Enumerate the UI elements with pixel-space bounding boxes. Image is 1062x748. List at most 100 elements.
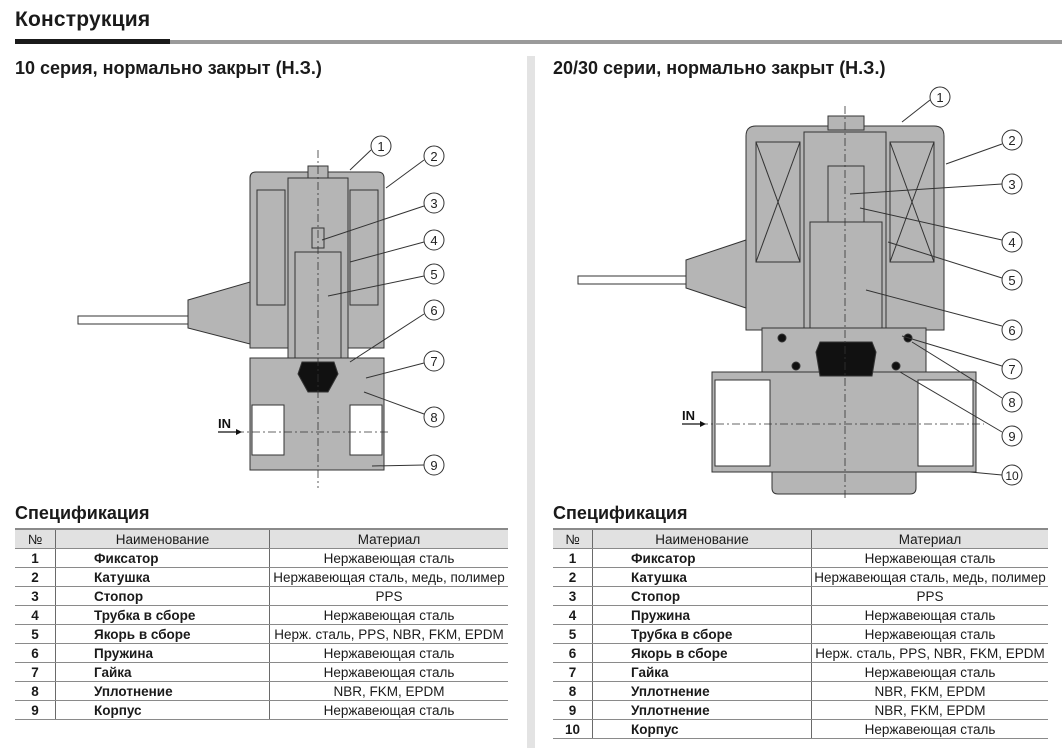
stopper (827, 165, 865, 223)
top-stem (827, 115, 865, 131)
left-spec-title: Спецификация (15, 503, 150, 523)
callout-2: 2 (1008, 133, 1015, 148)
cell-num: 7 (553, 662, 593, 682)
coil-right (349, 189, 379, 306)
cell-name: Уплотнение (592, 700, 812, 720)
cell-num: 2 (15, 567, 56, 587)
header-material: Материал (811, 528, 1048, 549)
header-name: Наименование (55, 528, 270, 549)
valve-body (711, 371, 977, 473)
port-right (917, 379, 974, 467)
callout-3: 3 (1008, 177, 1015, 192)
cell-name: Пружина (592, 605, 812, 625)
header-material: Материал (269, 528, 508, 549)
callout-2: 2 (430, 149, 437, 164)
cell-name: Уплотнение (55, 681, 270, 701)
callout-1: 1 (936, 90, 943, 105)
callout-9: 9 (1008, 429, 1015, 444)
cell-num: 6 (553, 643, 593, 663)
callout-1: 1 (377, 139, 384, 154)
cell-name: Уплотнение (592, 681, 812, 701)
body-bottom-cap (771, 471, 917, 495)
callout-8: 8 (430, 410, 437, 425)
cell-name: Трубка в сборе (592, 624, 812, 644)
cell-material: Нержавеющая сталь (269, 548, 508, 568)
cell-material: PPS (269, 586, 508, 606)
column-divider (527, 56, 535, 748)
cell-material: Нержавеющая сталь (269, 700, 508, 720)
cell-name: Гайка (55, 662, 270, 682)
callout-10: 10 (1005, 469, 1019, 483)
cell-name: Катушка (55, 567, 270, 587)
cell-name: Катушка (592, 567, 812, 587)
coil-left (256, 189, 286, 306)
cell-num: 10 (553, 719, 593, 739)
cell-num: 7 (15, 662, 56, 682)
cell-num: 1 (553, 548, 593, 568)
cell-material: Нержавеющая сталь, медь, полимер (269, 567, 508, 587)
cell-material: NBR, FKM, EPDM (269, 681, 508, 701)
cell-num: 6 (15, 643, 56, 663)
cell-num: 5 (553, 624, 593, 644)
port-left (251, 404, 285, 456)
cell-name: Стопор (592, 586, 812, 606)
cell-material: NBR, FKM, EPDM (811, 700, 1048, 720)
cell-num: 4 (15, 605, 56, 625)
cell-material: Нержавеющая сталь (811, 624, 1048, 644)
right-spec-title: Спецификация (553, 503, 688, 523)
cell-material: Нержавеющая сталь (811, 548, 1048, 568)
right-inlet-label: IN (682, 408, 695, 423)
callout-9: 9 (430, 458, 437, 473)
cell-material: Нержавеющая сталь (269, 662, 508, 682)
cable (577, 275, 687, 285)
callout-4: 4 (430, 233, 437, 248)
callout-6: 6 (430, 303, 437, 318)
o-ring-left (777, 333, 787, 343)
cell-num: 9 (553, 700, 593, 720)
cell-material: Нержавеющая сталь (269, 643, 508, 663)
cell-name: Трубка в сборе (55, 605, 270, 625)
cell-num: 1 (15, 548, 56, 568)
header-num: № (553, 528, 593, 549)
cell-material: Нержавеющая сталь, медь, полимер (811, 567, 1048, 587)
cell-material: Нержавеющая сталь (811, 662, 1048, 682)
connector (187, 281, 251, 345)
cell-name: Якорь в сборе (55, 624, 270, 644)
cell-num: 8 (15, 681, 56, 701)
right-valve-diagram: IN 1 2 3 4 5 6 7 8 9 10 (577, 86, 1023, 500)
table-header-row: № Наименование Материал (553, 528, 1048, 549)
cell-name: Пружина (55, 643, 270, 663)
cell-material: Нержавеющая сталь (811, 719, 1048, 739)
cell-material: Нерж. сталь, PPS, NBR, FKM, EPDM (269, 624, 508, 644)
connector (685, 239, 747, 309)
table-header-row: № Наименование Материал (15, 528, 508, 549)
cell-num: 5 (15, 624, 56, 644)
cell-num: 4 (553, 605, 593, 625)
cell-num: 8 (553, 681, 593, 701)
cell-name: Корпус (592, 719, 812, 739)
cell-name: Гайка (592, 662, 812, 682)
cell-name: Фиксатор (592, 548, 812, 568)
callout-7: 7 (430, 354, 437, 369)
cell-num: 2 (553, 567, 593, 587)
header-num: № (15, 528, 56, 549)
cell-material: Нержавеющая сталь (811, 605, 1048, 625)
page-title: Конструкция (15, 8, 151, 31)
cell-material: PPS (811, 586, 1048, 606)
cell-name: Фиксатор (55, 548, 270, 568)
left-subtitle: 10 серия, нормально закрыт (Н.З.) (15, 58, 322, 78)
cell-num: 9 (15, 700, 56, 720)
